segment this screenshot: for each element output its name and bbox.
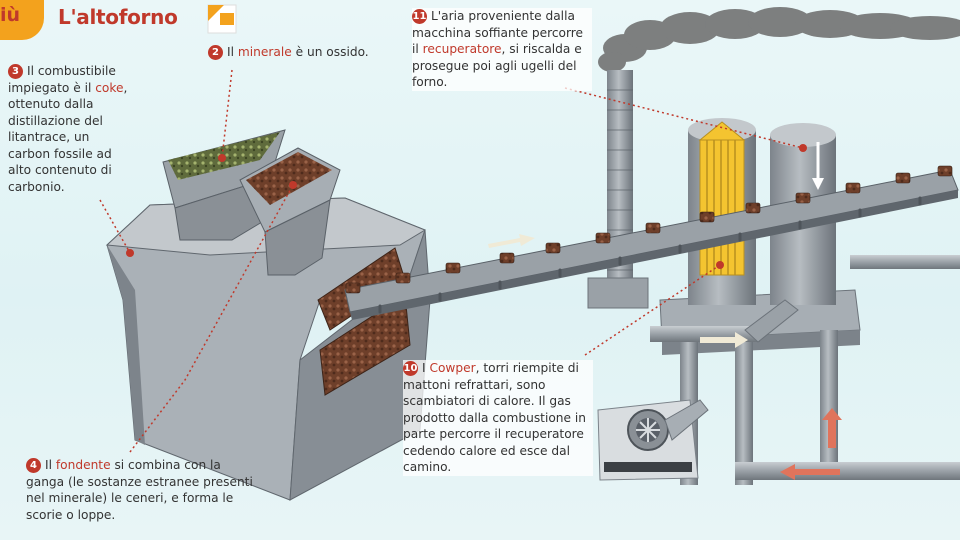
- hot-air-arrows: [780, 408, 842, 480]
- callout-keyword: coke: [95, 80, 124, 95]
- callout-text: Il combustibile impiegato è il: [8, 64, 116, 95]
- callout-keyword: fondente: [55, 458, 111, 472]
- chapter-tab-text: iù: [0, 4, 21, 26]
- callout-text: I: [422, 361, 430, 375]
- callout-text: Il: [227, 45, 238, 59]
- callout-text: , torri riempite di mattoni refrattari, …: [403, 361, 587, 474]
- ore-hopper: [239, 147, 341, 276]
- callout-number: 11: [412, 9, 427, 24]
- callout-keyword: recuperatore: [422, 42, 502, 56]
- air-flow-arrow: [700, 332, 748, 348]
- smoke-plume: [598, 7, 960, 72]
- callout-keyword: Cowper: [429, 361, 476, 375]
- callout-text: è un ossido.: [291, 45, 369, 59]
- callout-4-fondente: 4 Il fondente si combina con la ganga (le…: [26, 457, 258, 523]
- callout-text: , ottenuto dalla distillazione del litan…: [8, 80, 128, 194]
- logo-icon: [207, 4, 237, 34]
- callout-keyword: minerale: [237, 45, 292, 59]
- callout-number: 2: [208, 45, 223, 60]
- chimney: [587, 70, 649, 309]
- leader-lines: [99, 69, 804, 453]
- callout-number: 3: [8, 64, 23, 79]
- blower-machine: [597, 399, 709, 481]
- callout-2-minerale: 2 Il minerale è un ossido.: [208, 44, 408, 61]
- callout-text: , si riscalda e prosegue poi agli ugelli…: [412, 42, 582, 89]
- callout-text: si combina con la ganga (le sostanze est…: [26, 458, 253, 522]
- callout-number: 10: [403, 361, 418, 376]
- callout-text: L'aria proveniente dalla macchina soffia…: [412, 9, 584, 56]
- callout-number: 4: [26, 458, 41, 473]
- callout-text: Il: [45, 458, 56, 472]
- conveyor-belt: [344, 165, 959, 320]
- chapter-tab: iù: [0, 0, 44, 40]
- page-title: L'altoforno: [58, 5, 178, 29]
- callout-markers: [126, 144, 807, 269]
- callout-10-cowper: 10 I Cowper, torri riempite di mattoni re…: [403, 360, 593, 476]
